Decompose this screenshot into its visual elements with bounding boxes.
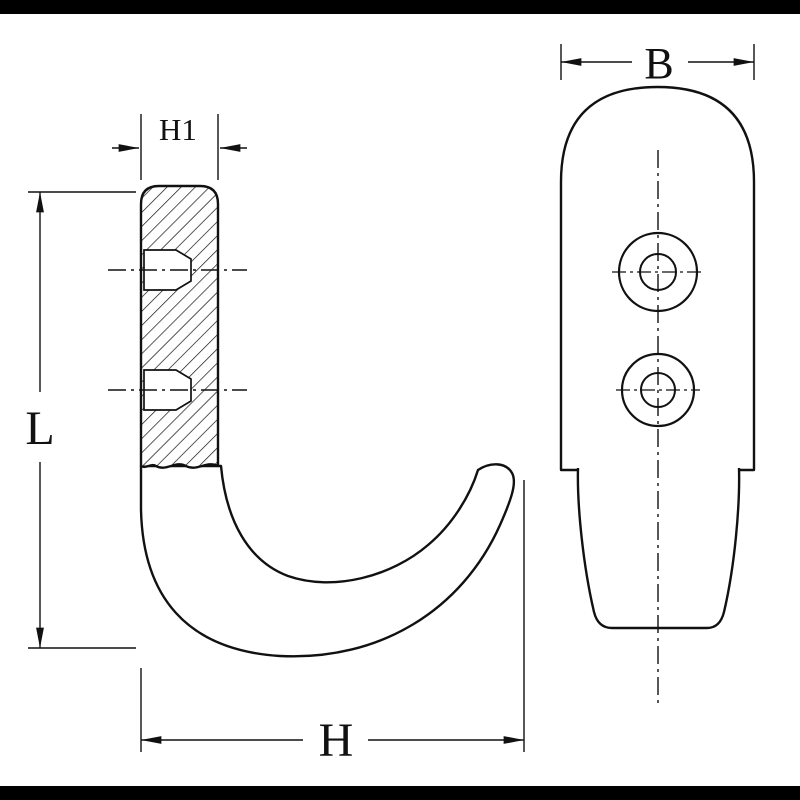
screw-hole-slot-bottom — [143, 369, 192, 411]
dimension-label-h: H — [319, 714, 354, 767]
mounting-plate-section — [139, 184, 220, 469]
bottom-border-bar — [0, 786, 800, 800]
dimension-label-b: B — [644, 39, 673, 88]
side-view: H1 L H — [25, 112, 525, 767]
front-view: B — [559, 39, 756, 706]
screw-hole-slot-top — [143, 249, 192, 291]
hook-profile — [139, 463, 516, 658]
dimension-b — [560, 44, 755, 80]
top-border-bar — [0, 0, 800, 14]
dimension-label-l: L — [25, 402, 54, 455]
dimension-h1 — [112, 114, 247, 180]
dimension-label-h1: H1 — [159, 112, 197, 147]
dimension-h — [140, 480, 525, 752]
dimension-l — [28, 191, 136, 649]
